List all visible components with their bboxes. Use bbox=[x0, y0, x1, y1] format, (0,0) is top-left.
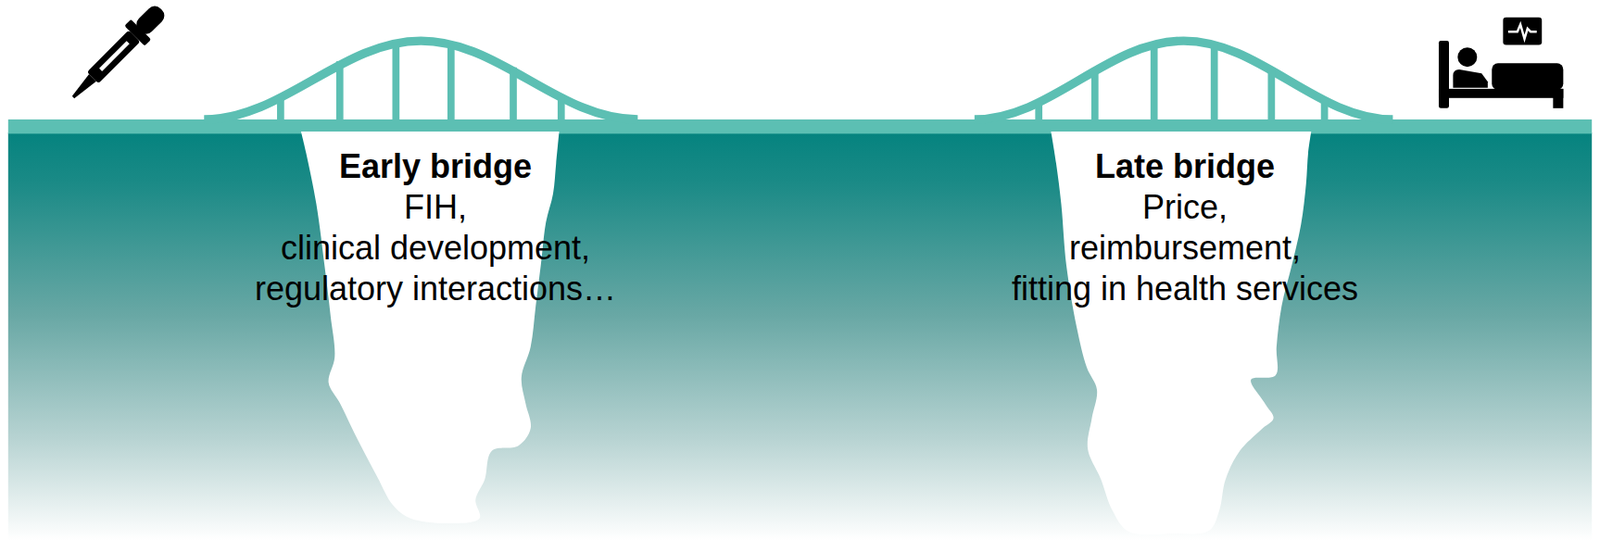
late-arch bbox=[974, 40, 1394, 121]
bed-headboard bbox=[1438, 40, 1449, 109]
text-line: clinical development, bbox=[222, 227, 649, 269]
pipette-tip bbox=[69, 74, 97, 101]
chasm-node: Early bridgeFIH, clinical development, r… bbox=[222, 133, 649, 538]
text-line: FIH, bbox=[222, 187, 649, 228]
arch-hanger bbox=[1210, 43, 1219, 121]
heart-monitor bbox=[1502, 17, 1542, 46]
heartbeat-line bbox=[1508, 24, 1538, 38]
text-line: Price, bbox=[971, 187, 1399, 228]
arch-hanger bbox=[391, 41, 400, 121]
bridge-description: Price, reimbursement, fitting in health … bbox=[971, 187, 1399, 310]
patient-body bbox=[1452, 69, 1487, 89]
chasm-node: Late bridgePrice, reimbursement, fitting… bbox=[971, 133, 1399, 538]
arch-hanger bbox=[1091, 68, 1099, 121]
arch-hanger bbox=[1034, 100, 1043, 121]
hospital-bed-icon bbox=[1438, 17, 1563, 109]
bridge-description: FIH, clinical development, regulatory in… bbox=[222, 187, 649, 310]
arch-hanger bbox=[1321, 98, 1329, 121]
text-line: regulatory interactions… bbox=[222, 268, 649, 310]
bridge-deck bbox=[8, 119, 1592, 134]
bed-leg bbox=[1552, 88, 1563, 109]
text-line: reimbursement, bbox=[971, 227, 1399, 269]
bridge-heading: Late bridge bbox=[971, 146, 1399, 188]
arch-hanger bbox=[1150, 43, 1159, 121]
patient-head bbox=[1457, 47, 1477, 67]
arch-hanger bbox=[509, 67, 517, 121]
arch-hanger bbox=[557, 94, 566, 121]
early-arch bbox=[203, 40, 638, 121]
bed-frame bbox=[1438, 88, 1563, 99]
pipette-window bbox=[99, 40, 130, 72]
pipette-icon bbox=[62, 0, 172, 108]
valley-gradient bbox=[8, 132, 1592, 540]
text-line: fitting in health services bbox=[971, 268, 1399, 310]
arch-hanger bbox=[1267, 68, 1275, 121]
bed-blanket bbox=[1491, 62, 1563, 90]
arch-hanger bbox=[336, 61, 344, 121]
arch-hanger bbox=[447, 42, 455, 121]
pipette-barrel bbox=[87, 30, 141, 85]
arch-hanger bbox=[277, 94, 285, 121]
bridge-heading: Early bridge bbox=[222, 146, 649, 188]
arch-curve bbox=[203, 40, 638, 120]
